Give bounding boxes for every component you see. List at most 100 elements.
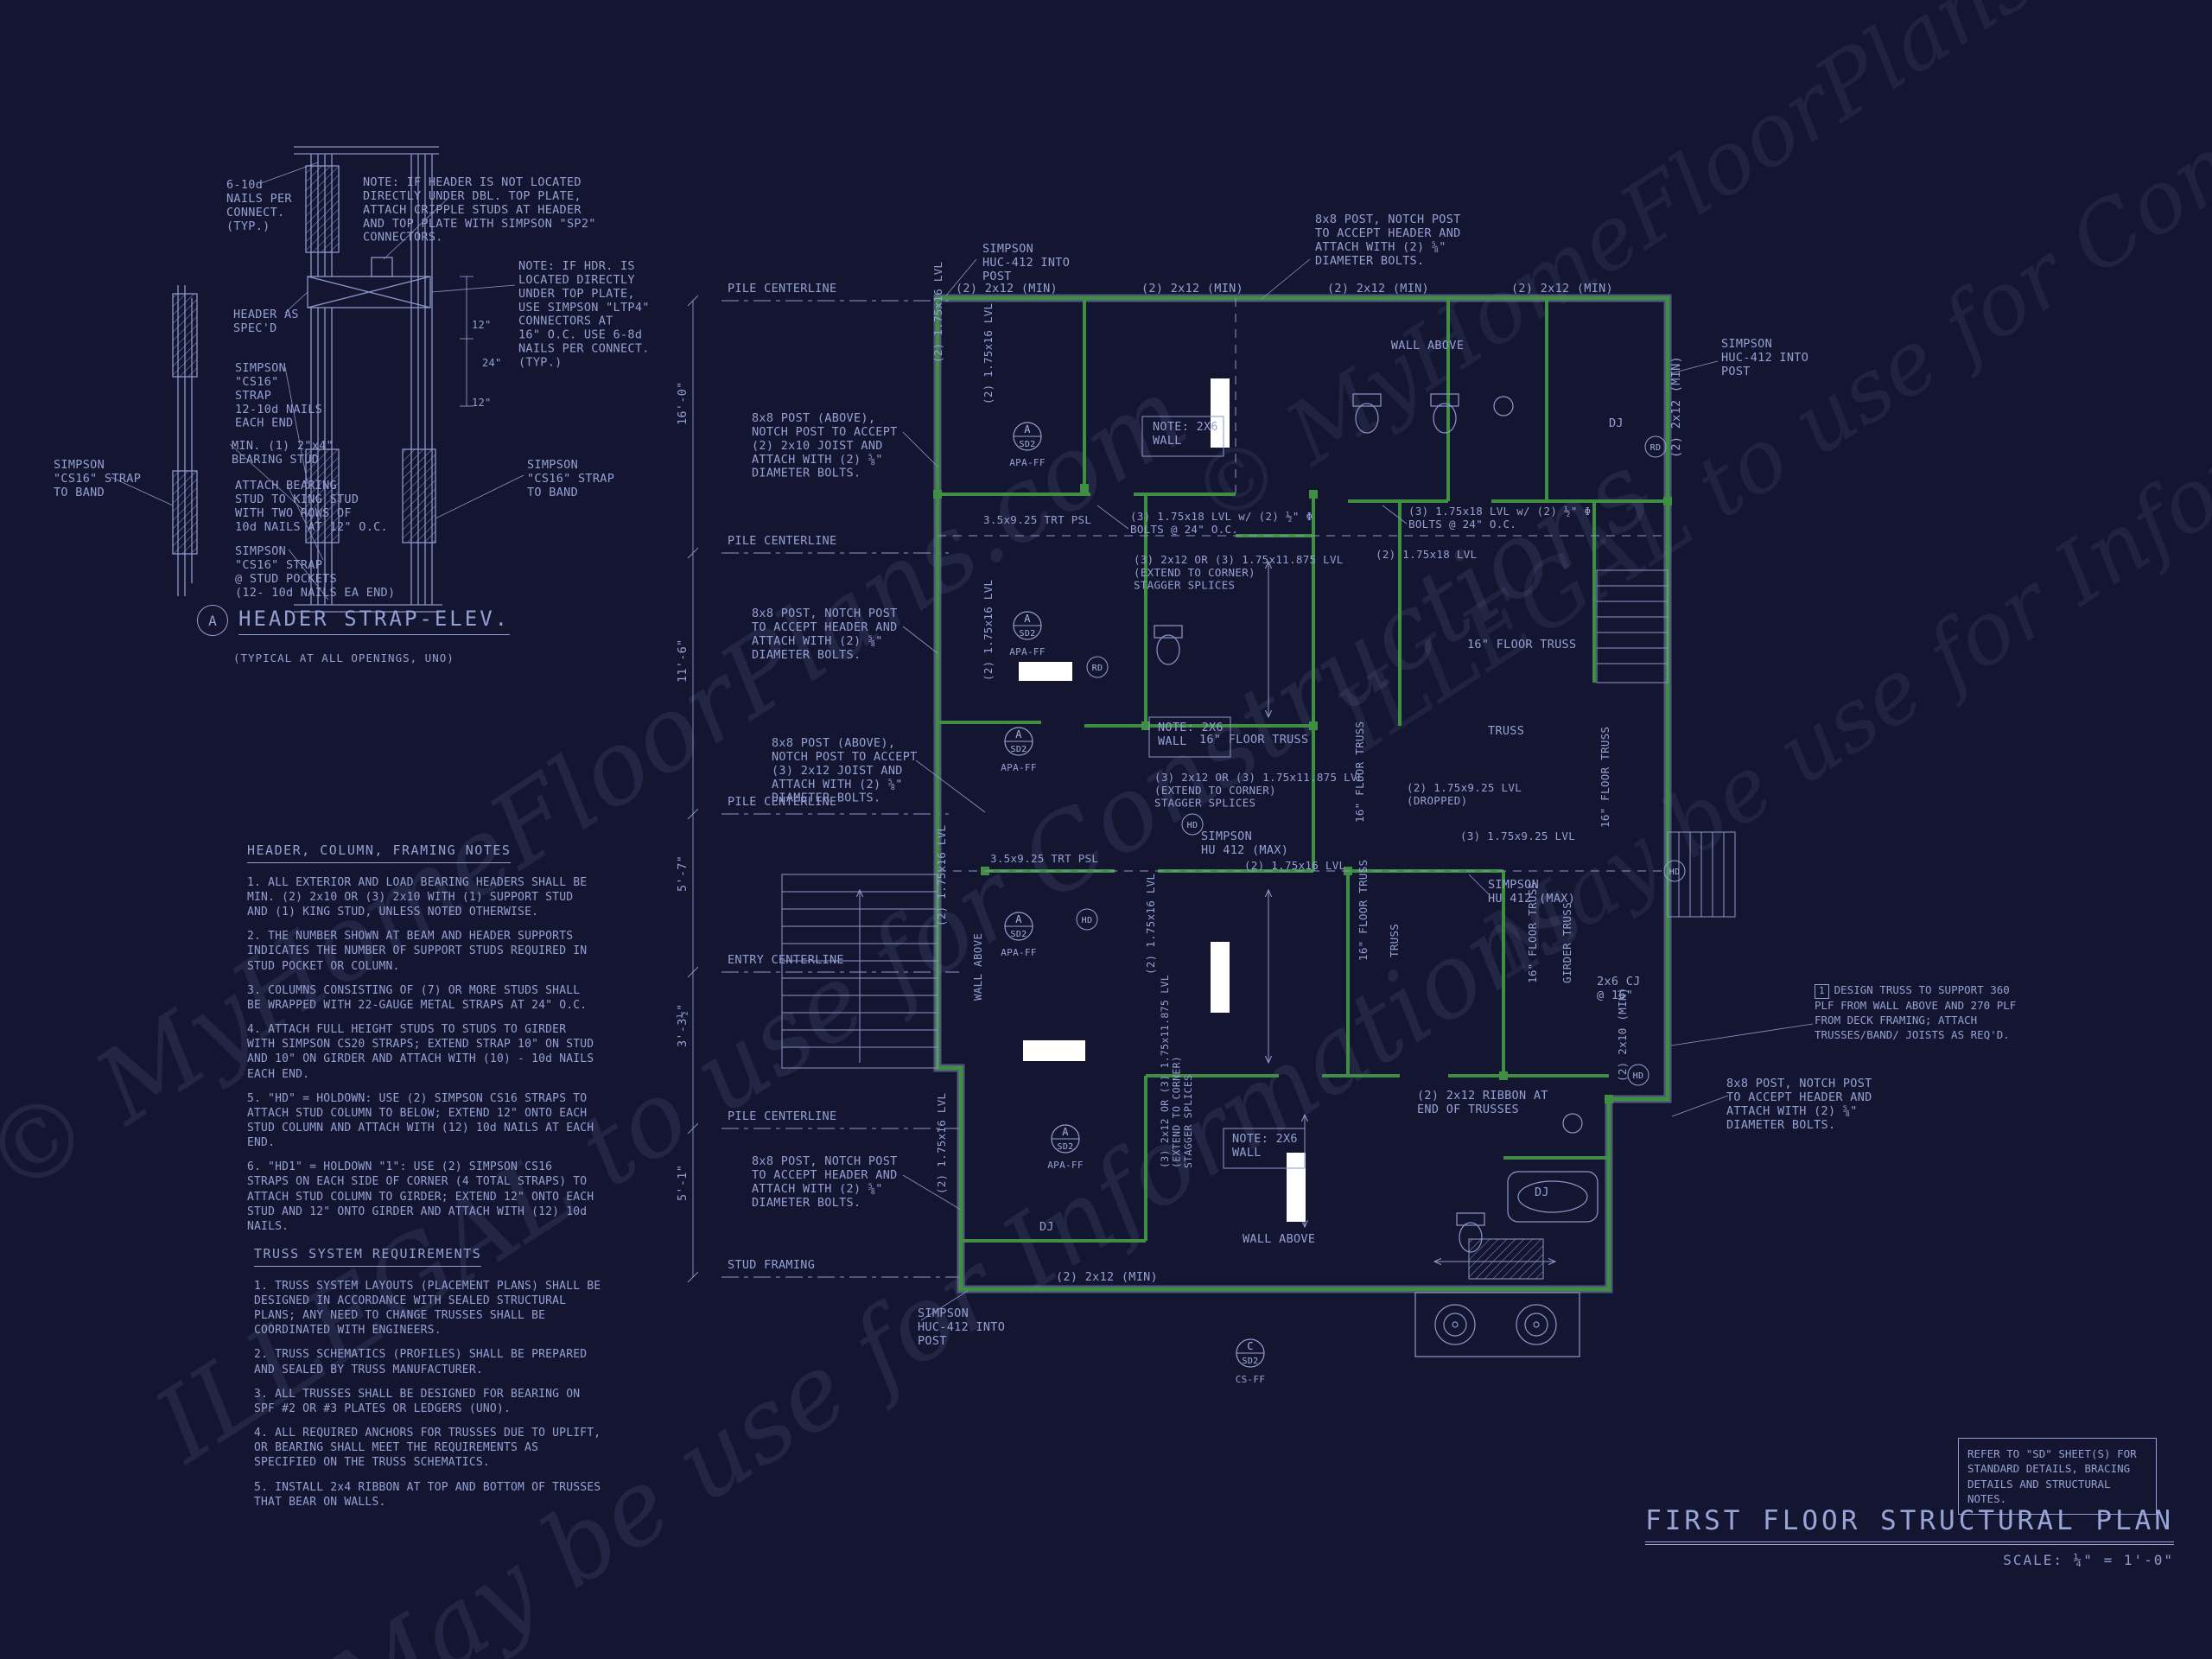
plan-label: ENTRY CENTERLINE xyxy=(728,953,844,967)
deck-stair xyxy=(1667,831,1736,918)
plan-label: 12" xyxy=(472,319,492,331)
plan-label: TRUSS xyxy=(1488,724,1524,738)
framing-note: 3. COLUMNS CONSISTING OF (7) OR MORE STU… xyxy=(247,983,588,1012)
plan-label: PILE CENTERLINE xyxy=(728,1109,836,1123)
reference-note: REFER TO "SD" SHEET(S) FOR STANDARD DETA… xyxy=(1958,1438,2157,1515)
framing-note: 1. ALL EXTERIOR AND LOAD BEARING HEADERS… xyxy=(247,875,588,919)
deck-equipment xyxy=(1414,1292,1580,1357)
detail-title-text: HEADER STRAP-ELEV. xyxy=(238,607,511,635)
plan-label: 16" FLOOR TRUSS xyxy=(1467,638,1576,652)
svg-text:RD: RD xyxy=(1092,664,1103,673)
framing-note: 5. "HD" = HOLDOWN: USE (2) SIMPSON CS16 … xyxy=(247,1091,594,1150)
svg-text:A: A xyxy=(1024,613,1031,625)
plan-label: GIRDER TRUSS xyxy=(1560,902,1573,983)
plan-label: 8x8 POST (ABOVE),NOTCH POST TO ACCEPT(2)… xyxy=(752,411,898,480)
detail-subtitle: (TYPICAL AT ALL OPENINGS, UNO) xyxy=(233,652,454,664)
plan-label: TRUSS xyxy=(1388,924,1401,957)
framing-lines xyxy=(938,298,1668,1262)
plan-label: 16'-0" xyxy=(676,381,690,425)
svg-text:A: A xyxy=(1062,1126,1069,1138)
leader-lines xyxy=(902,258,1814,1321)
plan-label: (2) 1.75x16 LVL xyxy=(935,1093,948,1194)
holdown-marker: HD xyxy=(1663,860,1686,882)
framing-note: 6. "HD1" = HOLDOWN "1": USE (2) SIMPSON … xyxy=(247,1160,594,1233)
svg-text:SD2: SD2 xyxy=(1058,1142,1074,1152)
truss-note: 5. INSTALL 2x4 RIBBON AT TOP AND BOTTOM … xyxy=(254,1480,601,1509)
plan-label: 5'-1" xyxy=(676,1165,690,1201)
plan-label: (2) 2x12 (MIN) xyxy=(1141,282,1243,296)
plan-label: 16" FLOOR TRUSS xyxy=(1526,882,1539,983)
interior-stair xyxy=(1596,569,1669,683)
plan-label: 3.5x9.25 TRT PSL xyxy=(990,852,1098,865)
plumbing-fixtures xyxy=(1154,393,1599,1253)
plan-label: (3) 2x12 OR (3) 1.75x11.875 LVL(EXTEND T… xyxy=(1134,553,1344,592)
truss-note: 3. ALL TRUSSES SHALL BE DESIGNED FOR BEA… xyxy=(254,1387,581,1415)
plan-label: (2) 1.75x16 LVL xyxy=(931,262,944,363)
plan-label: SIMPSON"CS16" STRAP@ STUD POCKETS(12- 10… xyxy=(235,544,395,600)
plan-label: (2) 1.75x16 LVL xyxy=(982,303,995,404)
plan-label: 24" xyxy=(482,357,502,369)
plan-label: (2) 1.75x16 LVL xyxy=(1244,859,1345,872)
plan-label: (2) 1.75x18 LVL xyxy=(1376,548,1477,561)
plan-label: (2) 2x12 (MIN) xyxy=(1327,282,1429,296)
entry-stair xyxy=(781,874,938,1069)
plan-label: (2) 2x12 (MIN) xyxy=(1669,356,1683,458)
plan-label: WALL ABOVE xyxy=(971,933,984,1001)
plan-label: (2) 2x12 (MIN) xyxy=(1511,282,1613,296)
svg-text:APA-FF: APA-FF xyxy=(1009,646,1046,658)
plan-label: 16" FLOOR TRUSS xyxy=(1199,733,1308,747)
detail-bubble-a: A xyxy=(197,605,228,636)
plan-label: (2) 2x12 (MIN) xyxy=(956,282,1058,296)
plan-label: DJ xyxy=(1535,1185,1549,1199)
plan-label: 8x8 POST (ABOVE),NOTCH POST TO ACCEPT(3)… xyxy=(772,736,918,805)
sheet-title: FIRST FLOOR STRUCTURAL PLAN xyxy=(1645,1505,2174,1545)
centerlines xyxy=(687,295,968,1283)
plan-label: (3) 1.75x9.25 LVL xyxy=(1460,830,1575,842)
holdown-marker: HD xyxy=(1076,908,1098,931)
note-boxes xyxy=(1141,416,1306,1169)
plan-label: (3) 2x12 OR (3) 1.75x11.875 LVL(EXTEND T… xyxy=(1154,771,1364,810)
plan-label: STUD FRAMING xyxy=(728,1258,815,1272)
hatched-area xyxy=(1468,1238,1544,1280)
note-marker: 1 xyxy=(1815,984,1829,999)
plan-label: 16" FLOOR TRUSS xyxy=(1357,860,1370,961)
plan-label: (3) 2x12 OR (3) 1.75x11.875 LVL(EXTEND T… xyxy=(1159,975,1194,1168)
svg-text:HD: HD xyxy=(1669,868,1681,877)
truss-note: 1. TRUSS SYSTEM LAYOUTS (PLACEMENT PLANS… xyxy=(254,1279,601,1338)
plan-label: WALL ABOVE xyxy=(1243,1232,1315,1246)
svg-text:SD2: SD2 xyxy=(1011,745,1027,754)
framing-notes-title: HEADER, COLUMN, FRAMING NOTES xyxy=(247,842,512,863)
truss-note: 2. TRUSS SCHEMATICS (PROFILES) SHALL BE … xyxy=(254,1348,588,1376)
plan-label: DJ xyxy=(1609,416,1624,430)
svg-text:HD: HD xyxy=(1633,1071,1644,1081)
svg-text:APA-FF: APA-FF xyxy=(1009,457,1046,468)
framing-note: 2. THE NUMBER SHOWN AT BEAM AND HEADER S… xyxy=(247,930,588,973)
header-strap-detail-drawing xyxy=(110,146,524,613)
plan-label: 3.5x9.25 TRT PSL xyxy=(983,513,1091,526)
svg-text:C: C xyxy=(1247,1340,1254,1352)
holdown-marker: HD xyxy=(1627,1064,1649,1086)
plan-label: (2) 2x10 (MIN) xyxy=(1616,987,1629,1082)
svg-text:HD: HD xyxy=(1187,821,1198,830)
